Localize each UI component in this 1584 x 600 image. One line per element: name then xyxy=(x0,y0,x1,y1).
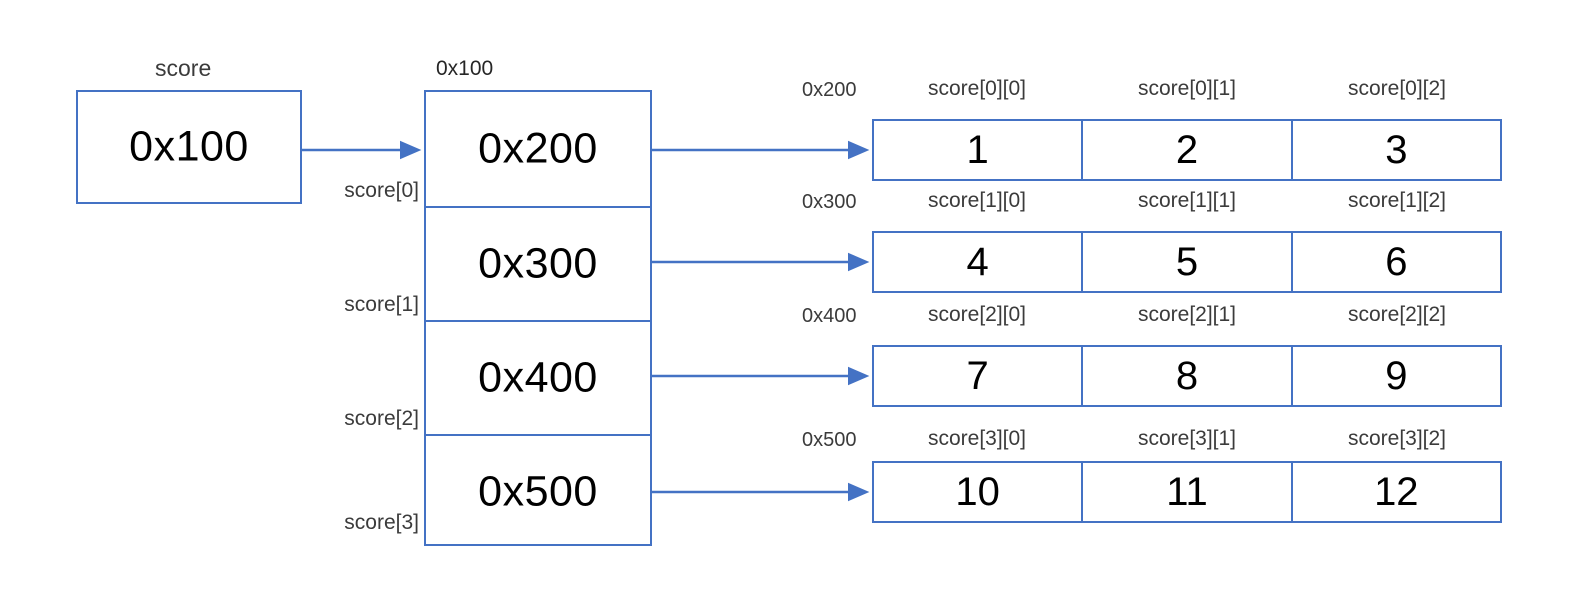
pointer-cell-3-value: 0x500 xyxy=(478,467,598,516)
row-0-address-label: 0x200 xyxy=(802,79,857,101)
row-1-header-2: score[1][2] xyxy=(1347,189,1447,212)
value-row-2: 7 8 9 xyxy=(872,345,1502,407)
row-0-header-2: score[0][2] xyxy=(1347,77,1447,100)
value-cell-0-2: 3 xyxy=(1290,121,1500,179)
value-cell-0-1: 2 xyxy=(1081,121,1290,179)
value-cell-2-0: 7 xyxy=(966,354,989,398)
pointer-cell-1-label: score[1] xyxy=(344,293,419,316)
pointer-array-block: 0x200 0x300 0x400 0x500 xyxy=(424,90,652,546)
value-cell-2-1: 8 xyxy=(1081,347,1290,405)
row-2-header-1: score[2][1] xyxy=(1137,303,1237,326)
variable-name-label: score xyxy=(155,55,212,81)
pointer-cell-2: 0x400 xyxy=(426,320,650,434)
value-cell-1-1: 5 xyxy=(1081,233,1290,291)
pointer-cell-2-value: 0x400 xyxy=(478,353,598,402)
value-cell-2-2: 9 xyxy=(1290,347,1500,405)
value-row-0: 1 2 3 xyxy=(872,119,1502,181)
row-3-header-0: score[3][0] xyxy=(927,427,1027,450)
pointer-cell-1: 0x300 xyxy=(426,206,650,320)
value-cell-1-2: 6 xyxy=(1290,233,1500,291)
value-cell-3-0: 10 xyxy=(955,470,1000,514)
pointer-cell-0-label: score[0] xyxy=(344,179,419,202)
value-cell-3-1: 11 xyxy=(1081,463,1290,521)
row-1-header-1: score[1][1] xyxy=(1137,189,1237,212)
pointer-cell-1-value: 0x300 xyxy=(478,239,598,288)
row-3-header-2: score[3][2] xyxy=(1347,427,1447,450)
value-cell-3-2: 12 xyxy=(1290,463,1500,521)
row-1-header-0: score[1][0] xyxy=(927,189,1027,212)
row-0-header-0: score[0][0] xyxy=(927,77,1027,100)
row-2-header-0: score[2][0] xyxy=(927,303,1027,326)
row-2-header-2: score[2][2] xyxy=(1347,303,1447,326)
value-row-1: 4 5 6 xyxy=(872,231,1502,293)
pointer-block-address-label: 0x100 xyxy=(436,57,494,80)
row-2-address-label: 0x400 xyxy=(802,305,857,327)
pointer-cell-2-label: score[2] xyxy=(344,407,419,430)
pointer-cell-3-label: score[3] xyxy=(344,511,419,534)
row-1-address-label: 0x300 xyxy=(802,191,857,213)
row-3-address-label: 0x500 xyxy=(802,429,857,451)
variable-box-score: 0x100 xyxy=(76,90,302,204)
value-cell-1-0: 4 xyxy=(966,240,989,284)
variable-box-value: 0x100 xyxy=(129,122,249,171)
pointer-cell-3: 0x500 xyxy=(426,434,650,548)
pointer-cell-0: 0x200 xyxy=(426,92,650,206)
row-3-header-1: score[3][1] xyxy=(1137,427,1237,450)
row-0-header-1: score[0][1] xyxy=(1137,77,1237,100)
value-cell-0-0: 1 xyxy=(966,128,989,172)
pointer-cell-0-value: 0x200 xyxy=(478,124,598,173)
value-row-3: 10 11 12 xyxy=(872,461,1502,523)
